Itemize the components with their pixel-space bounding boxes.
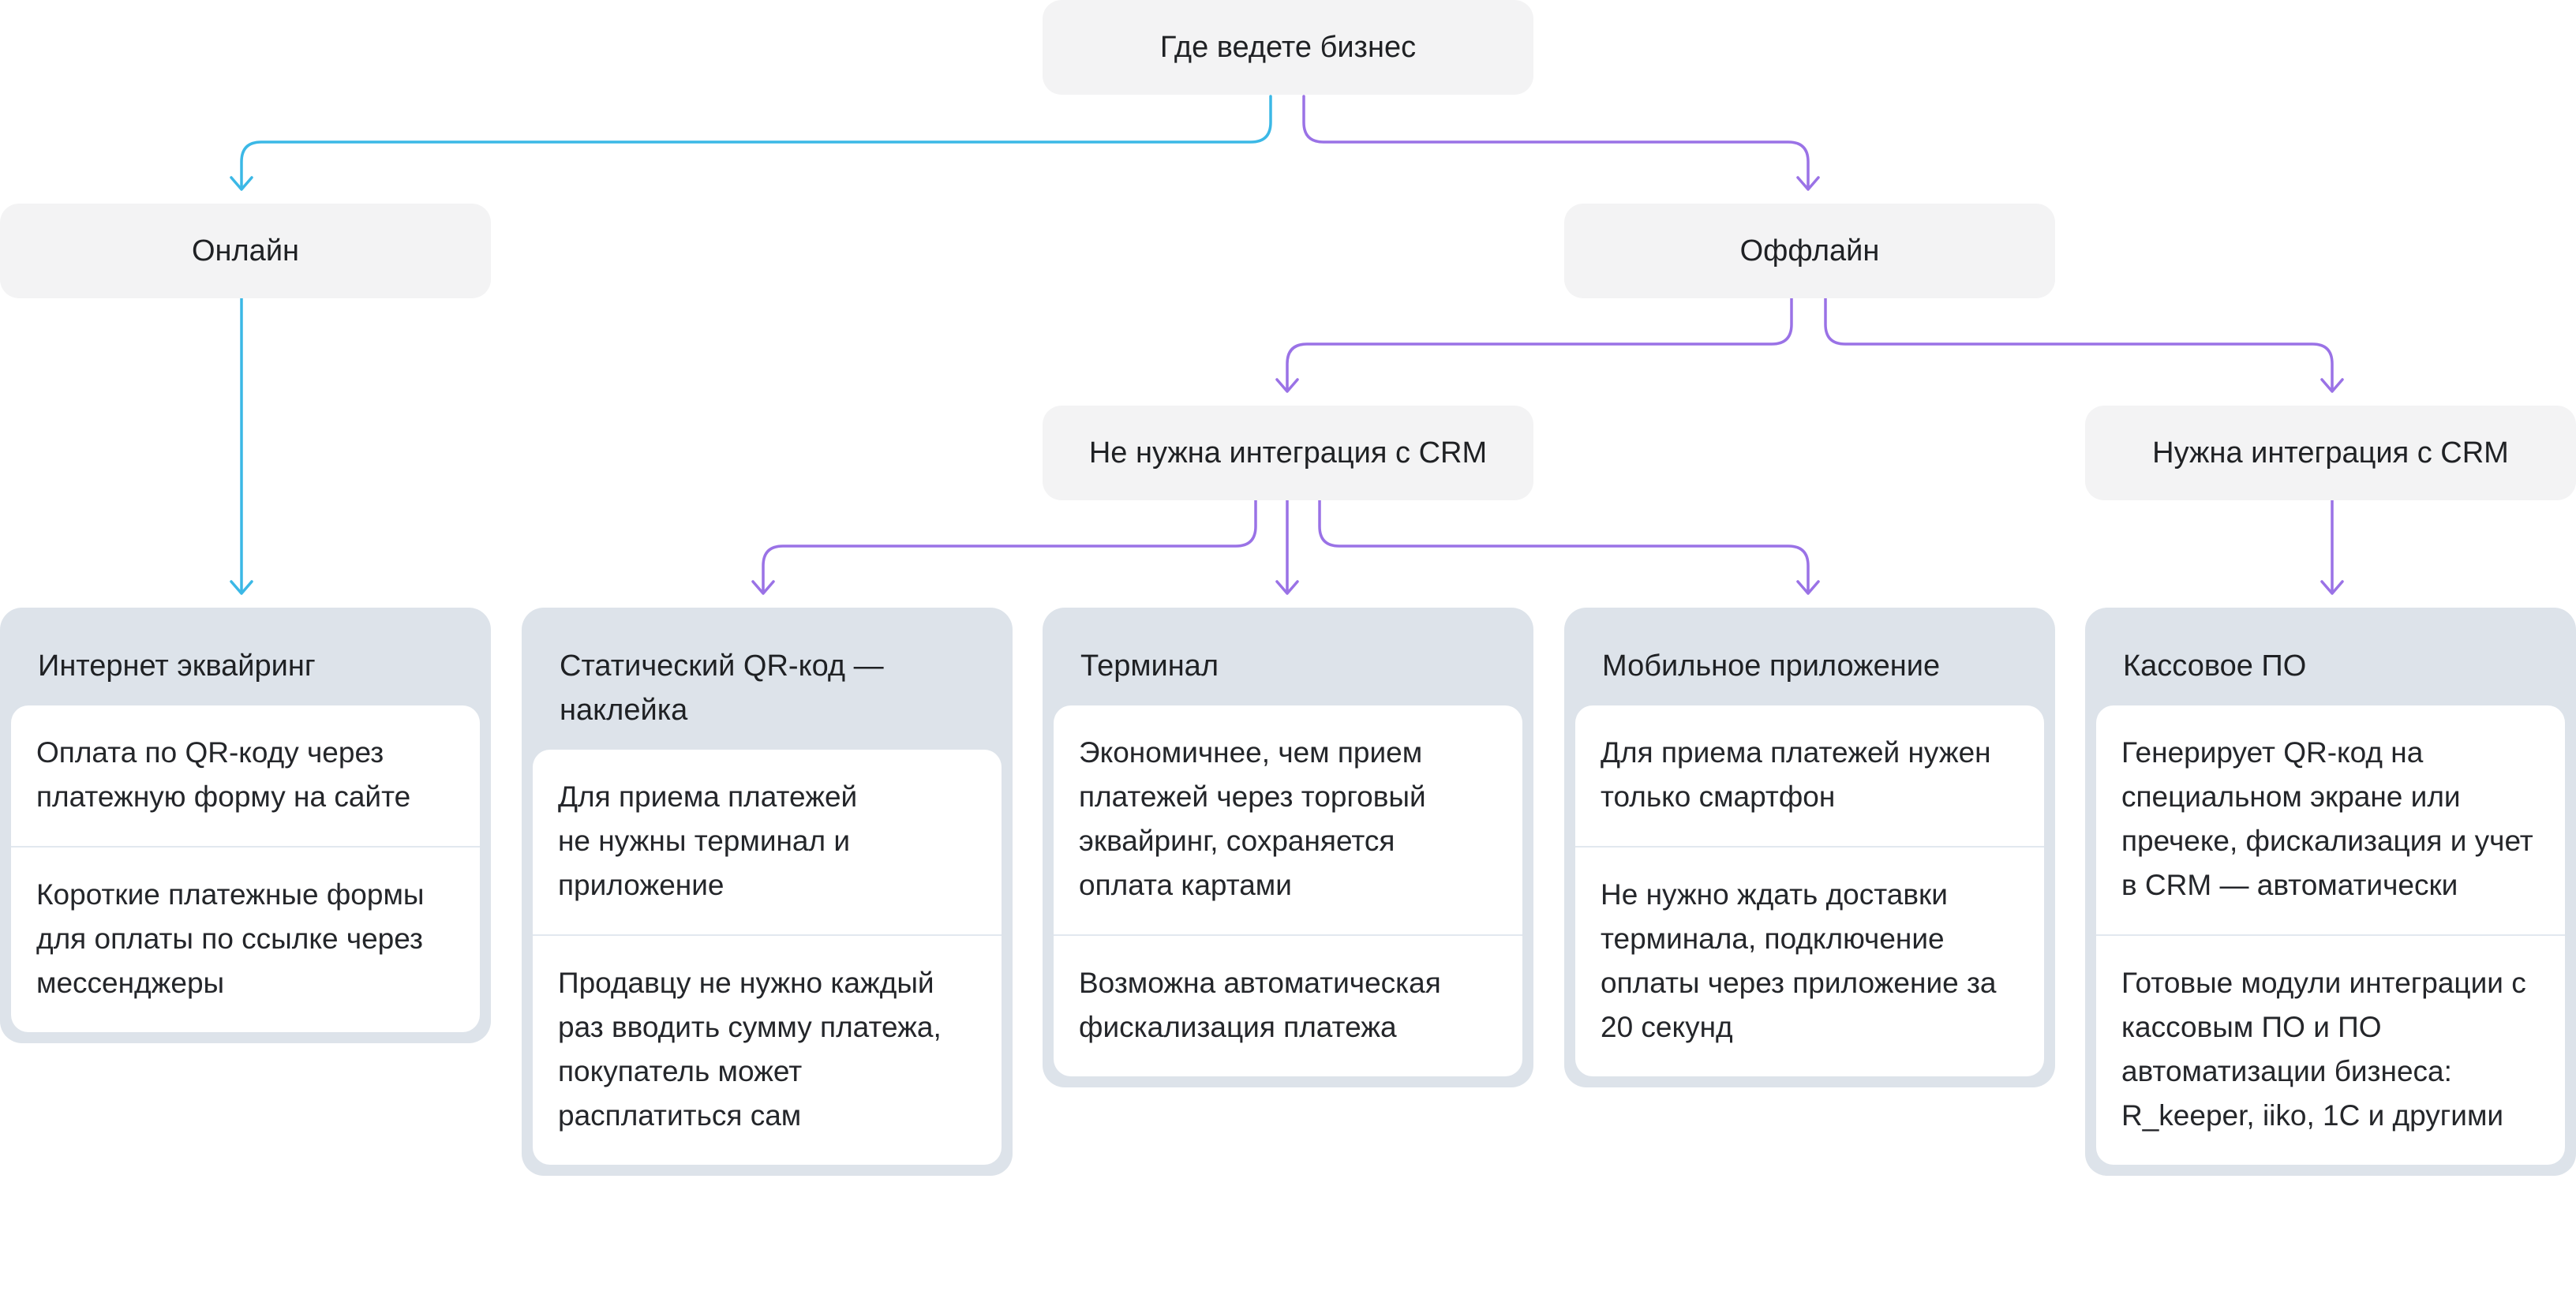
card-body: Экономичнее, чем прием платежей через то…	[1054, 705, 1522, 1076]
arrowhead-terminal	[1275, 580, 1299, 595]
crm-node: Нужна интеграция с CRM	[2085, 406, 2576, 500]
card-body: Генерирует QR-код на специальном экране …	[2096, 705, 2565, 1165]
arrowhead-internet-acquiring	[230, 580, 253, 595]
card-mobile-app: Мобильное приложение Для приема платежей…	[1564, 608, 2055, 1087]
card-pos-software: Кассовое ПО Генерирует QR-код на специал…	[2085, 608, 2576, 1176]
card-item: Готовые модули интеграции с кассовым ПО …	[2096, 934, 2565, 1165]
card-body: Для приема платежей не нужны терминал и …	[533, 750, 1002, 1165]
card-item: Оплата по QR-коду через платежную форму …	[36, 736, 411, 813]
connector-no-crm-to-qr	[762, 499, 1257, 593]
card-title: Терминал	[1080, 649, 1219, 683]
arrowhead-mobile	[1796, 580, 1820, 595]
online-node-label: Онлайн	[191, 234, 300, 268]
card-item: Для приема платежей не нужны терминал и …	[558, 780, 858, 901]
card-item: Короткие платежные формы для оплаты по с…	[11, 846, 480, 1032]
connector-root-to-offline	[1302, 95, 1810, 189]
card-body: Оплата по QR-коду через платежную форму …	[11, 705, 480, 1032]
connector-offline-to-crm	[1824, 297, 2334, 391]
no-crm-node: Не нужна интеграция с CRM	[1043, 406, 1533, 500]
card-item: Для приема платежей нужен только смартфо…	[1601, 736, 1991, 813]
card-terminal: Терминал Экономичнее, чем прием платежей…	[1043, 608, 1533, 1087]
online-node: Онлайн	[0, 204, 491, 298]
connector-root-to-online	[240, 95, 1272, 189]
crm-node-label: Нужна интеграция с CRM	[2152, 436, 2509, 470]
card-static-qr: Статический QR-код — наклейка Для приема…	[522, 608, 1013, 1176]
root-node: Где ведете бизнес	[1043, 0, 1533, 95]
arrowhead-no-crm	[1275, 378, 1299, 393]
arrowhead-crm	[2320, 378, 2344, 393]
card-item: Генерирует QR-код на специальном экране …	[2121, 736, 2533, 901]
arrowhead-qr	[751, 580, 775, 595]
offline-node-label: Оффлайн	[1739, 234, 1880, 268]
card-item: Возможна автоматическая фискализация пла…	[1054, 934, 1522, 1076]
card-title: Интернет эквайринг	[38, 649, 316, 683]
no-crm-node-label: Не нужна интеграция с CRM	[1088, 436, 1488, 470]
root-node-label: Где ведете бизнес	[1159, 30, 1417, 64]
card-title: Мобильное приложение	[1602, 649, 1941, 683]
offline-node: Оффлайн	[1564, 204, 2055, 298]
connector-no-crm-to-mobile	[1318, 499, 1810, 593]
arrowhead-online	[230, 176, 253, 191]
card-title: Кассовое ПО	[2123, 649, 2307, 683]
card-item: Экономичнее, чем прием платежей через то…	[1079, 736, 1426, 901]
card-title: Статический QR-код — наклейка	[560, 649, 884, 727]
card-item: Не нужно ждать доставки терминала, подкл…	[1575, 846, 2044, 1076]
connector-offline-to-no-crm	[1286, 297, 1793, 391]
card-internet-acquiring: Интернет эквайринг Оплата по QR-коду чер…	[0, 608, 491, 1043]
arrowhead-offline	[1796, 176, 1820, 191]
arrowhead-pos	[2320, 580, 2344, 595]
card-body: Для приема платежей нужен только смартфо…	[1575, 705, 2044, 1076]
card-item: Продавцу не нужно каждый раз вводить сум…	[533, 934, 1002, 1165]
